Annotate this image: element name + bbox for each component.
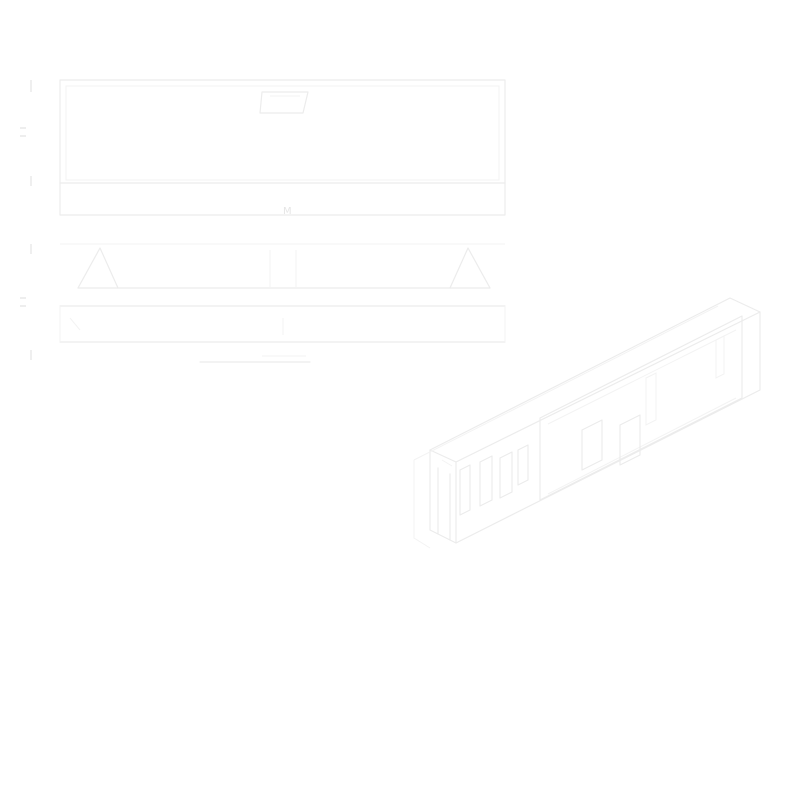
iso-end-face <box>437 459 453 541</box>
iso-box-outline <box>413 297 761 549</box>
middle-band-outline <box>60 243 505 289</box>
iso-cutouts <box>459 335 725 516</box>
front-view-drawing: M <box>20 79 506 363</box>
isometric-view-drawing <box>413 297 761 549</box>
iso-inner-channel <box>539 315 743 501</box>
left-dimension-ticks <box>20 80 32 360</box>
display-window <box>259 91 309 114</box>
top-panel-outline <box>59 79 506 216</box>
center-label: M <box>283 206 292 217</box>
bottom-rail-outline <box>59 305 506 363</box>
